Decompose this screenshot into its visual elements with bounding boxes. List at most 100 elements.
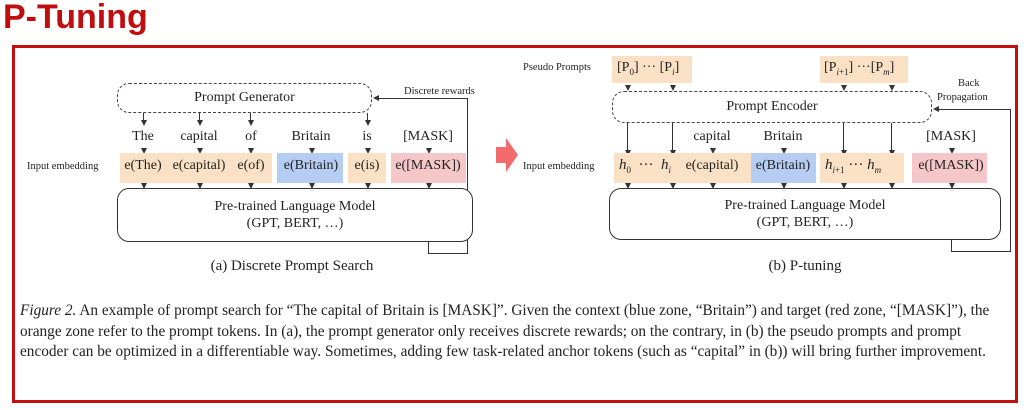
arrow-head xyxy=(888,85,895,91)
arrow-line xyxy=(843,123,845,153)
prompt-generator-label: Prompt Generator xyxy=(194,90,295,105)
arrow-line xyxy=(143,113,145,121)
arrow-head xyxy=(308,148,315,154)
arrow-head xyxy=(840,183,847,189)
arrow-head xyxy=(140,148,147,154)
prompt-generator-box: Prompt Generator xyxy=(117,83,372,113)
language-model-box: Pre-trained Language Model (GPT, BERT, …… xyxy=(117,188,473,242)
arrow-head xyxy=(780,183,787,189)
subcaption-b: (b) P-tuning xyxy=(768,258,842,274)
arrow-head xyxy=(888,183,895,189)
embedding-mask: e([MASK]) xyxy=(395,158,461,173)
feedback-line-top xyxy=(936,109,1011,111)
feedback-line-stub xyxy=(951,238,953,252)
token-mask: [MASK] xyxy=(926,129,976,144)
model-examples: (GPT, BERT, …) xyxy=(756,215,854,230)
token-britain: Britain xyxy=(763,129,803,144)
arrow-head xyxy=(247,183,254,189)
prompt-zone xyxy=(820,153,904,183)
context-zone xyxy=(277,153,343,183)
figure-label: Figure 2. xyxy=(20,302,77,319)
arrow-line xyxy=(199,113,201,121)
model-examples: (GPT, BERT, …) xyxy=(246,216,344,231)
arrow-head xyxy=(140,183,147,189)
feedback-line-bottom xyxy=(428,253,468,255)
language-model-box: Pre-trained Language Model (GPT, BERT, …… xyxy=(609,188,1001,240)
arrow-head xyxy=(196,120,203,126)
figure-frame xyxy=(12,45,1018,403)
feedback-arrowhead xyxy=(933,106,939,112)
token-is: is xyxy=(362,129,372,144)
arrow-head xyxy=(364,183,371,189)
discrete-rewards-label: Discrete rewards xyxy=(404,86,475,97)
arrow-head xyxy=(840,85,847,91)
pseudo-prompts-right: [Pi+1] ···[Pm] xyxy=(824,60,895,77)
embedding-is: e(is) xyxy=(354,158,380,173)
arrow-line xyxy=(627,123,629,153)
arrow-head xyxy=(709,183,716,189)
embedding-britain: e(Britain) xyxy=(755,158,811,173)
pseudo-prompts-left: [P0] ··· [Pi] xyxy=(617,60,680,77)
model-label: Pre-trained Language Model xyxy=(214,199,376,214)
arrow-head xyxy=(669,183,676,189)
token-britain: Britain xyxy=(291,129,331,144)
target-zone xyxy=(912,153,987,183)
embedding-of: e(of) xyxy=(237,158,265,173)
prompt-encoder-box: Prompt Encoder xyxy=(612,91,932,123)
arrow-line xyxy=(891,123,893,153)
embedding-capital: e(capital) xyxy=(172,158,226,173)
arrow-head xyxy=(247,120,254,126)
slide-title: P-Tuning xyxy=(3,0,148,36)
feedback-line-right xyxy=(467,98,469,254)
token-capital: capital xyxy=(180,129,218,144)
context-zone xyxy=(751,153,816,183)
arrow-head xyxy=(948,183,955,189)
subcaption-a: (a) Discrete Prompt Search xyxy=(210,258,374,274)
arrow-head xyxy=(425,148,432,154)
arrow-head xyxy=(709,148,716,154)
token-mask: [MASK] xyxy=(403,129,453,144)
arrow-head xyxy=(196,148,203,154)
embedding-capital: e(capital) xyxy=(685,158,739,173)
token-the: The xyxy=(132,129,154,144)
arrow-head xyxy=(624,183,631,189)
pseudo-prompt-zone-left xyxy=(612,56,692,83)
embedding-the: e(The) xyxy=(124,158,162,173)
arrow-head xyxy=(247,148,254,154)
input-embedding-label: Input embedding xyxy=(523,161,595,172)
arrow-line xyxy=(250,113,252,121)
pseudo-prompts-label: Pseudo Prompts xyxy=(523,62,591,73)
embedding-britain: e(Britain) xyxy=(283,158,339,173)
embedding-hi1-hm: hi+1 ··· hm xyxy=(825,157,882,175)
arrow-line xyxy=(367,113,369,121)
arrow-head xyxy=(364,148,371,154)
feedback-line-stub xyxy=(428,240,430,254)
prompt-zone xyxy=(614,153,756,183)
feedback-line-top xyxy=(375,98,468,100)
arrow-line xyxy=(672,123,674,153)
feedback-line-right xyxy=(1010,109,1012,252)
token-of: of xyxy=(245,129,257,144)
embedding-h0-hi: h0 ··· hi xyxy=(619,157,672,175)
feedback-arrowhead xyxy=(373,95,379,101)
arrow-head xyxy=(364,120,371,126)
arrow-head xyxy=(624,85,631,91)
figure-caption: Figure 2. An example of prompt search fo… xyxy=(20,301,1010,363)
target-zone xyxy=(391,153,466,183)
arrow-head xyxy=(196,183,203,189)
feedback-line-bottom xyxy=(951,251,1011,253)
prompt-encoder-label: Prompt Encoder xyxy=(726,99,818,114)
arrow-head xyxy=(308,183,315,189)
model-label: Pre-trained Language Model xyxy=(724,198,886,213)
prompt-zone xyxy=(120,153,272,183)
back-propagation-label-2: Propagation xyxy=(937,92,988,103)
transition-arrow-icon xyxy=(496,138,518,172)
arrow-head xyxy=(780,148,787,154)
arrow-head xyxy=(948,148,955,154)
back-propagation-label-1: Back xyxy=(958,78,980,89)
arrow-head xyxy=(425,183,432,189)
figure-caption-text: An example of prompt search for “The cap… xyxy=(20,302,990,360)
pseudo-prompt-zone-right xyxy=(820,56,908,83)
arrow-head xyxy=(669,85,676,91)
arrow-head xyxy=(140,120,147,126)
